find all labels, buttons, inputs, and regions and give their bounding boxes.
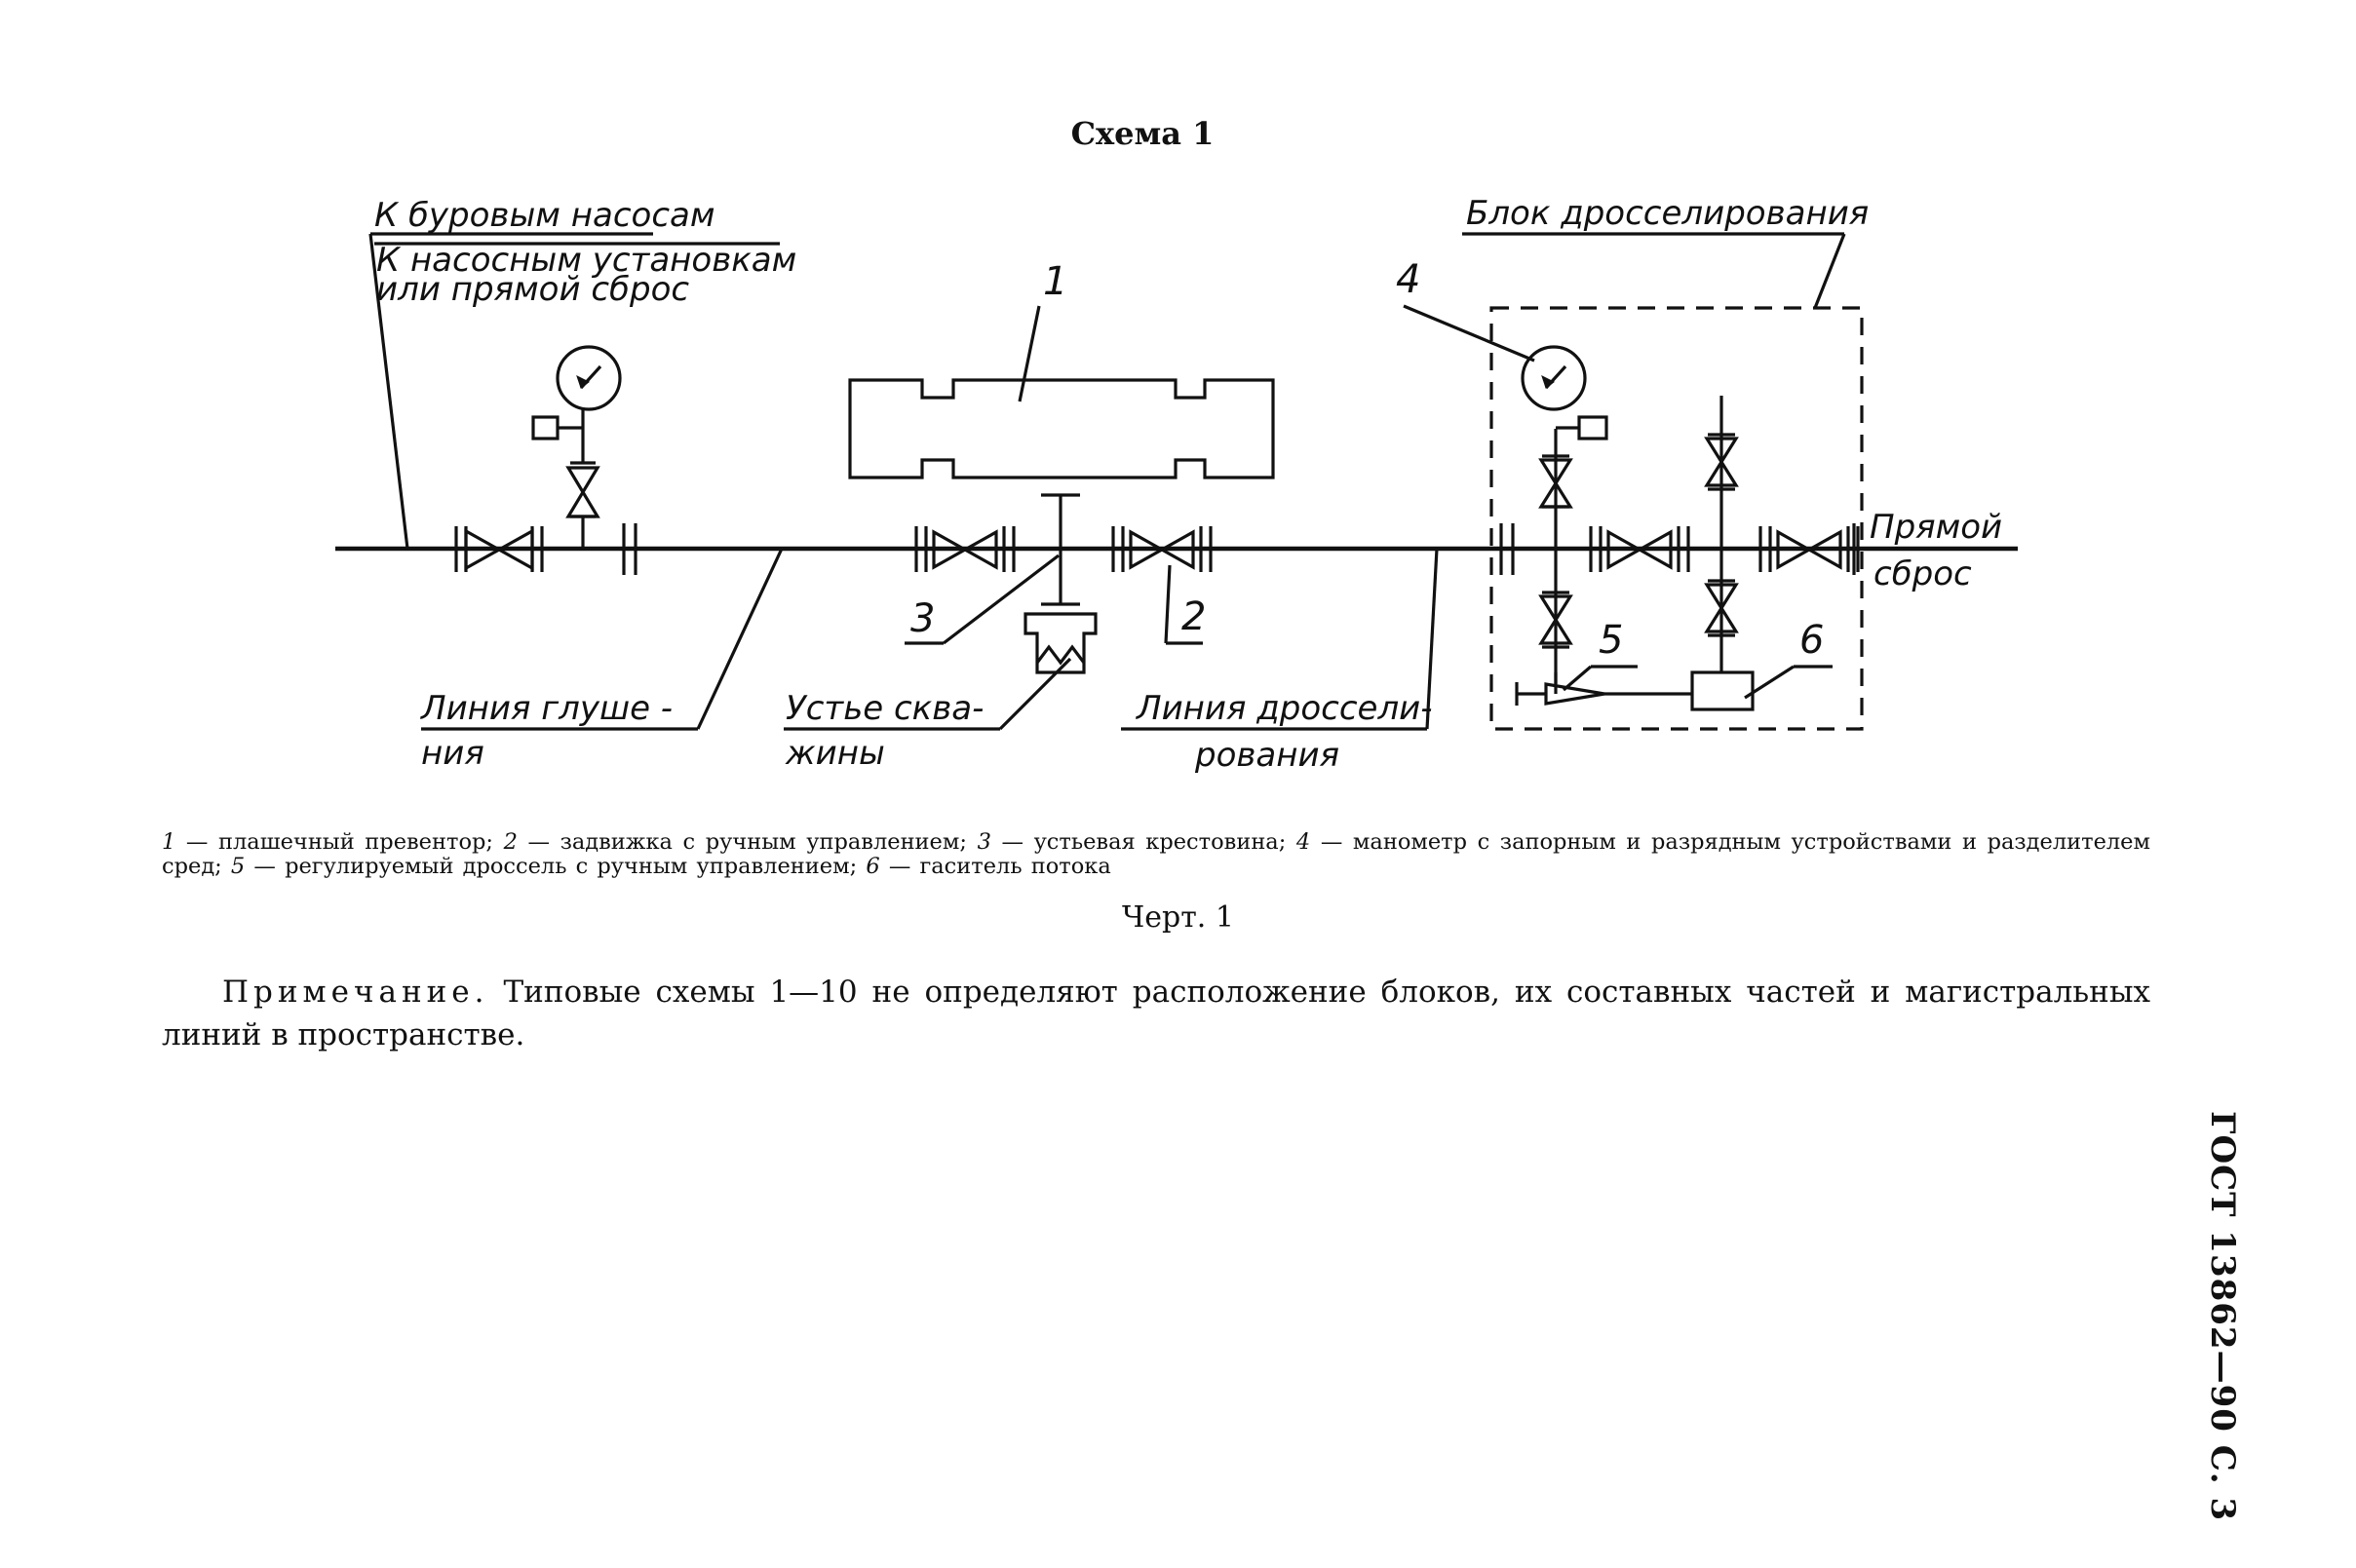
label-wellhead-2: жины	[785, 734, 885, 773]
callout-6-leader	[1744, 665, 1795, 700]
leader-to-pumps	[368, 233, 409, 550]
left-gate-valve	[454, 526, 544, 572]
legend-item-5: регулируемый дроссель с ручным управлени…	[285, 854, 858, 879]
choke-block-gate-valve-1	[1589, 526, 1690, 572]
legend-item-6: гаситель потока	[919, 854, 1111, 879]
legend-item-2: задвижка с ручным управлением;	[560, 829, 967, 855]
callout-3-leader	[943, 554, 1060, 645]
left-flange	[622, 523, 637, 575]
label-kill-line-1: Линия глуше -	[419, 689, 673, 728]
wellhead-cross	[1024, 493, 1098, 674]
callout-1: 1	[1043, 259, 1067, 304]
scheme-diagram: Схема 1	[335, 115, 2018, 775]
legend-num-3: 3	[977, 829, 991, 855]
choke-block-inlet-flange	[1499, 523, 1515, 575]
legend-num-2: 2	[503, 829, 518, 855]
label-kill-line-2: ния	[421, 734, 484, 773]
label-to-pumps: К буровым насосам	[374, 196, 715, 235]
legend-num-4: 4	[1295, 829, 1311, 855]
note-text: Типовые схемы 1—10 не определяют располо…	[162, 975, 2150, 1052]
legend-item-4: манометр с запорным и разрядным устройст…	[162, 829, 2150, 879]
legend-num-6: 6	[866, 854, 880, 879]
choke-block-gate-valve-2	[1758, 526, 1860, 572]
leader-choke-block	[1813, 233, 1846, 309]
label-choke-block: Блок дросселирования	[1466, 194, 1869, 233]
ram-preventer	[848, 378, 1275, 479]
page-side-header-right: ГОСТ 13862—90 С. 3	[2203, 1111, 2242, 1522]
legend: 1 — плашечный превентор; 2 — задвижка с …	[162, 829, 2150, 879]
callout-5: 5	[1599, 618, 1623, 663]
label-to-units-2: или прямой сброс	[376, 270, 689, 309]
legend-item-3: устьевая крестовина;	[1033, 829, 1287, 855]
legend-num-1: 1	[162, 829, 176, 855]
callout-5-leader	[1562, 665, 1593, 692]
callout-2: 2	[1181, 594, 1206, 639]
callout-4: 4	[1396, 257, 1420, 302]
scheme-title: Схема 1	[1071, 115, 1215, 152]
leader-wellhead	[998, 657, 1072, 731]
label-choke-line-2: рования	[1194, 736, 1339, 775]
middle-gate-valve-left	[914, 526, 1016, 572]
callout-3: 3	[910, 596, 935, 641]
legend-num-5: 5	[230, 854, 246, 879]
choke-block-left-branch	[1521, 345, 1608, 694]
note-heading: Примечание.	[222, 975, 489, 1010]
adjustable-choke	[1515, 672, 1605, 706]
callout-2-leader	[1164, 564, 1172, 644]
flow-damper	[1604, 670, 1755, 711]
callout-6: 6	[1799, 618, 1824, 663]
middle-gate-valve-right	[1111, 526, 1213, 572]
callout-4-leader	[1403, 304, 1535, 363]
choke-block-right-branch	[1704, 396, 1739, 672]
choke-block-boundary	[1489, 306, 1864, 731]
label-to-units-1: К насосным установкам	[376, 241, 796, 280]
legend-item-1: плашечный превентор;	[218, 829, 493, 855]
label-direct-1: Прямой	[1870, 508, 2002, 547]
label-wellhead-1: Устье сква-	[786, 689, 984, 728]
note: Примечание. Типовые схемы 1—10 не опреде…	[162, 971, 2150, 1056]
figure-caption: Черт. 1	[1122, 900, 1234, 935]
leader-choke-line	[1425, 548, 1439, 730]
label-direct-2: сброс	[1873, 555, 1972, 593]
leader-kill-line	[696, 548, 784, 730]
label-choke-line-1: Линия дроссели-	[1135, 689, 1433, 728]
left-gauge-assembly	[531, 345, 622, 549]
callout-1-leader	[1018, 305, 1041, 402]
